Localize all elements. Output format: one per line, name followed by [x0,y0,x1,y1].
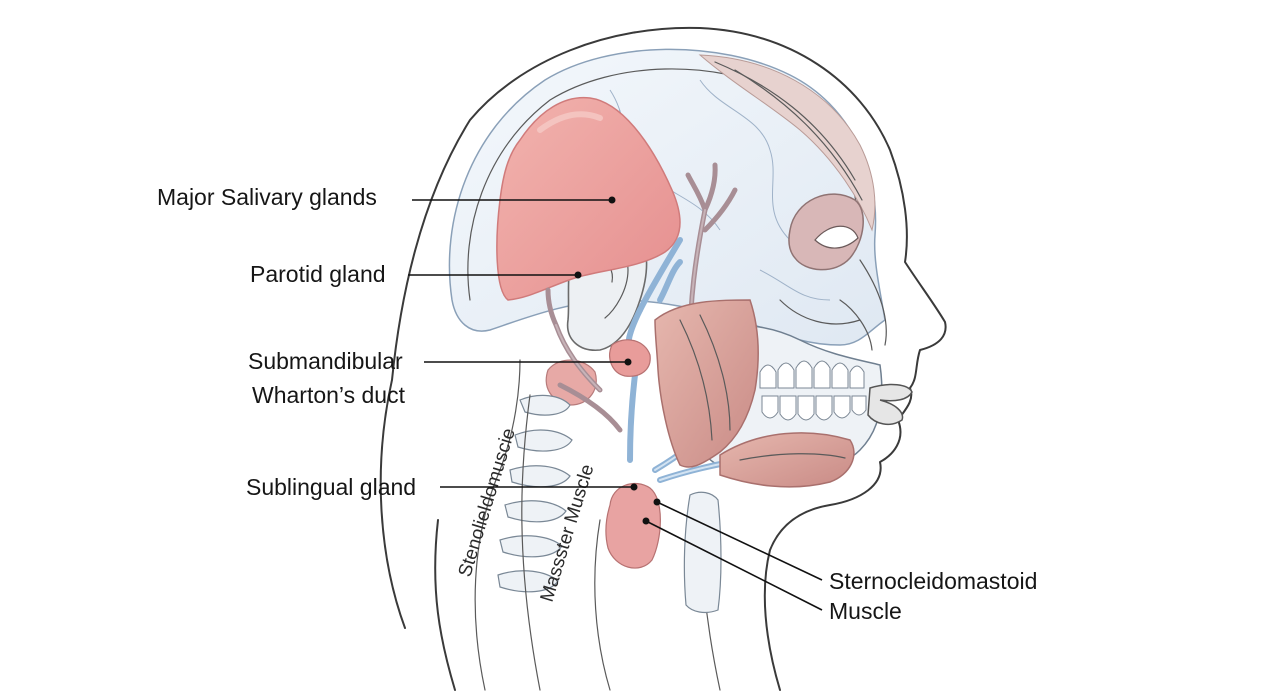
trachea [683,491,722,614]
label-sublingual-gland: Sublingual gland [246,474,416,500]
temporal-muscle [698,54,876,232]
head-outline [379,26,947,691]
cervical-spine [497,394,573,593]
tongue [719,432,855,488]
label-submandibular: Submandibular [248,348,403,374]
sublingual-gland [605,483,661,569]
leader-lines [408,196,823,611]
label-whartons-duct: Wharton’s duct [252,382,406,408]
label-parotid-gland: Parotid gland [250,261,386,287]
label-sternocleidomastoid: Sternocleidomastoid [829,568,1037,594]
cheekbone-line [779,299,861,325]
nasal-bone-line [859,259,887,346]
back-neck-outline [434,519,456,691]
skull-suture-2 [699,79,791,241]
lower-teeth [761,395,867,421]
eye [814,225,859,249]
major-salivary-gland [496,96,681,301]
rotated-neck-label-1: Stenolieldomuscie [455,426,520,580]
lips [867,383,913,426]
label-muscle: Muscle [829,598,902,624]
skull-suture-4 [759,269,831,301]
sternocleidomastoid-band [521,394,541,691]
masseter-muscle [654,299,760,468]
label-major-salivary-glands: Major Salivary glands [157,184,377,210]
submandibular-gland [609,339,651,377]
inner-neck-outline [474,359,521,691]
upper-teeth [759,360,865,389]
